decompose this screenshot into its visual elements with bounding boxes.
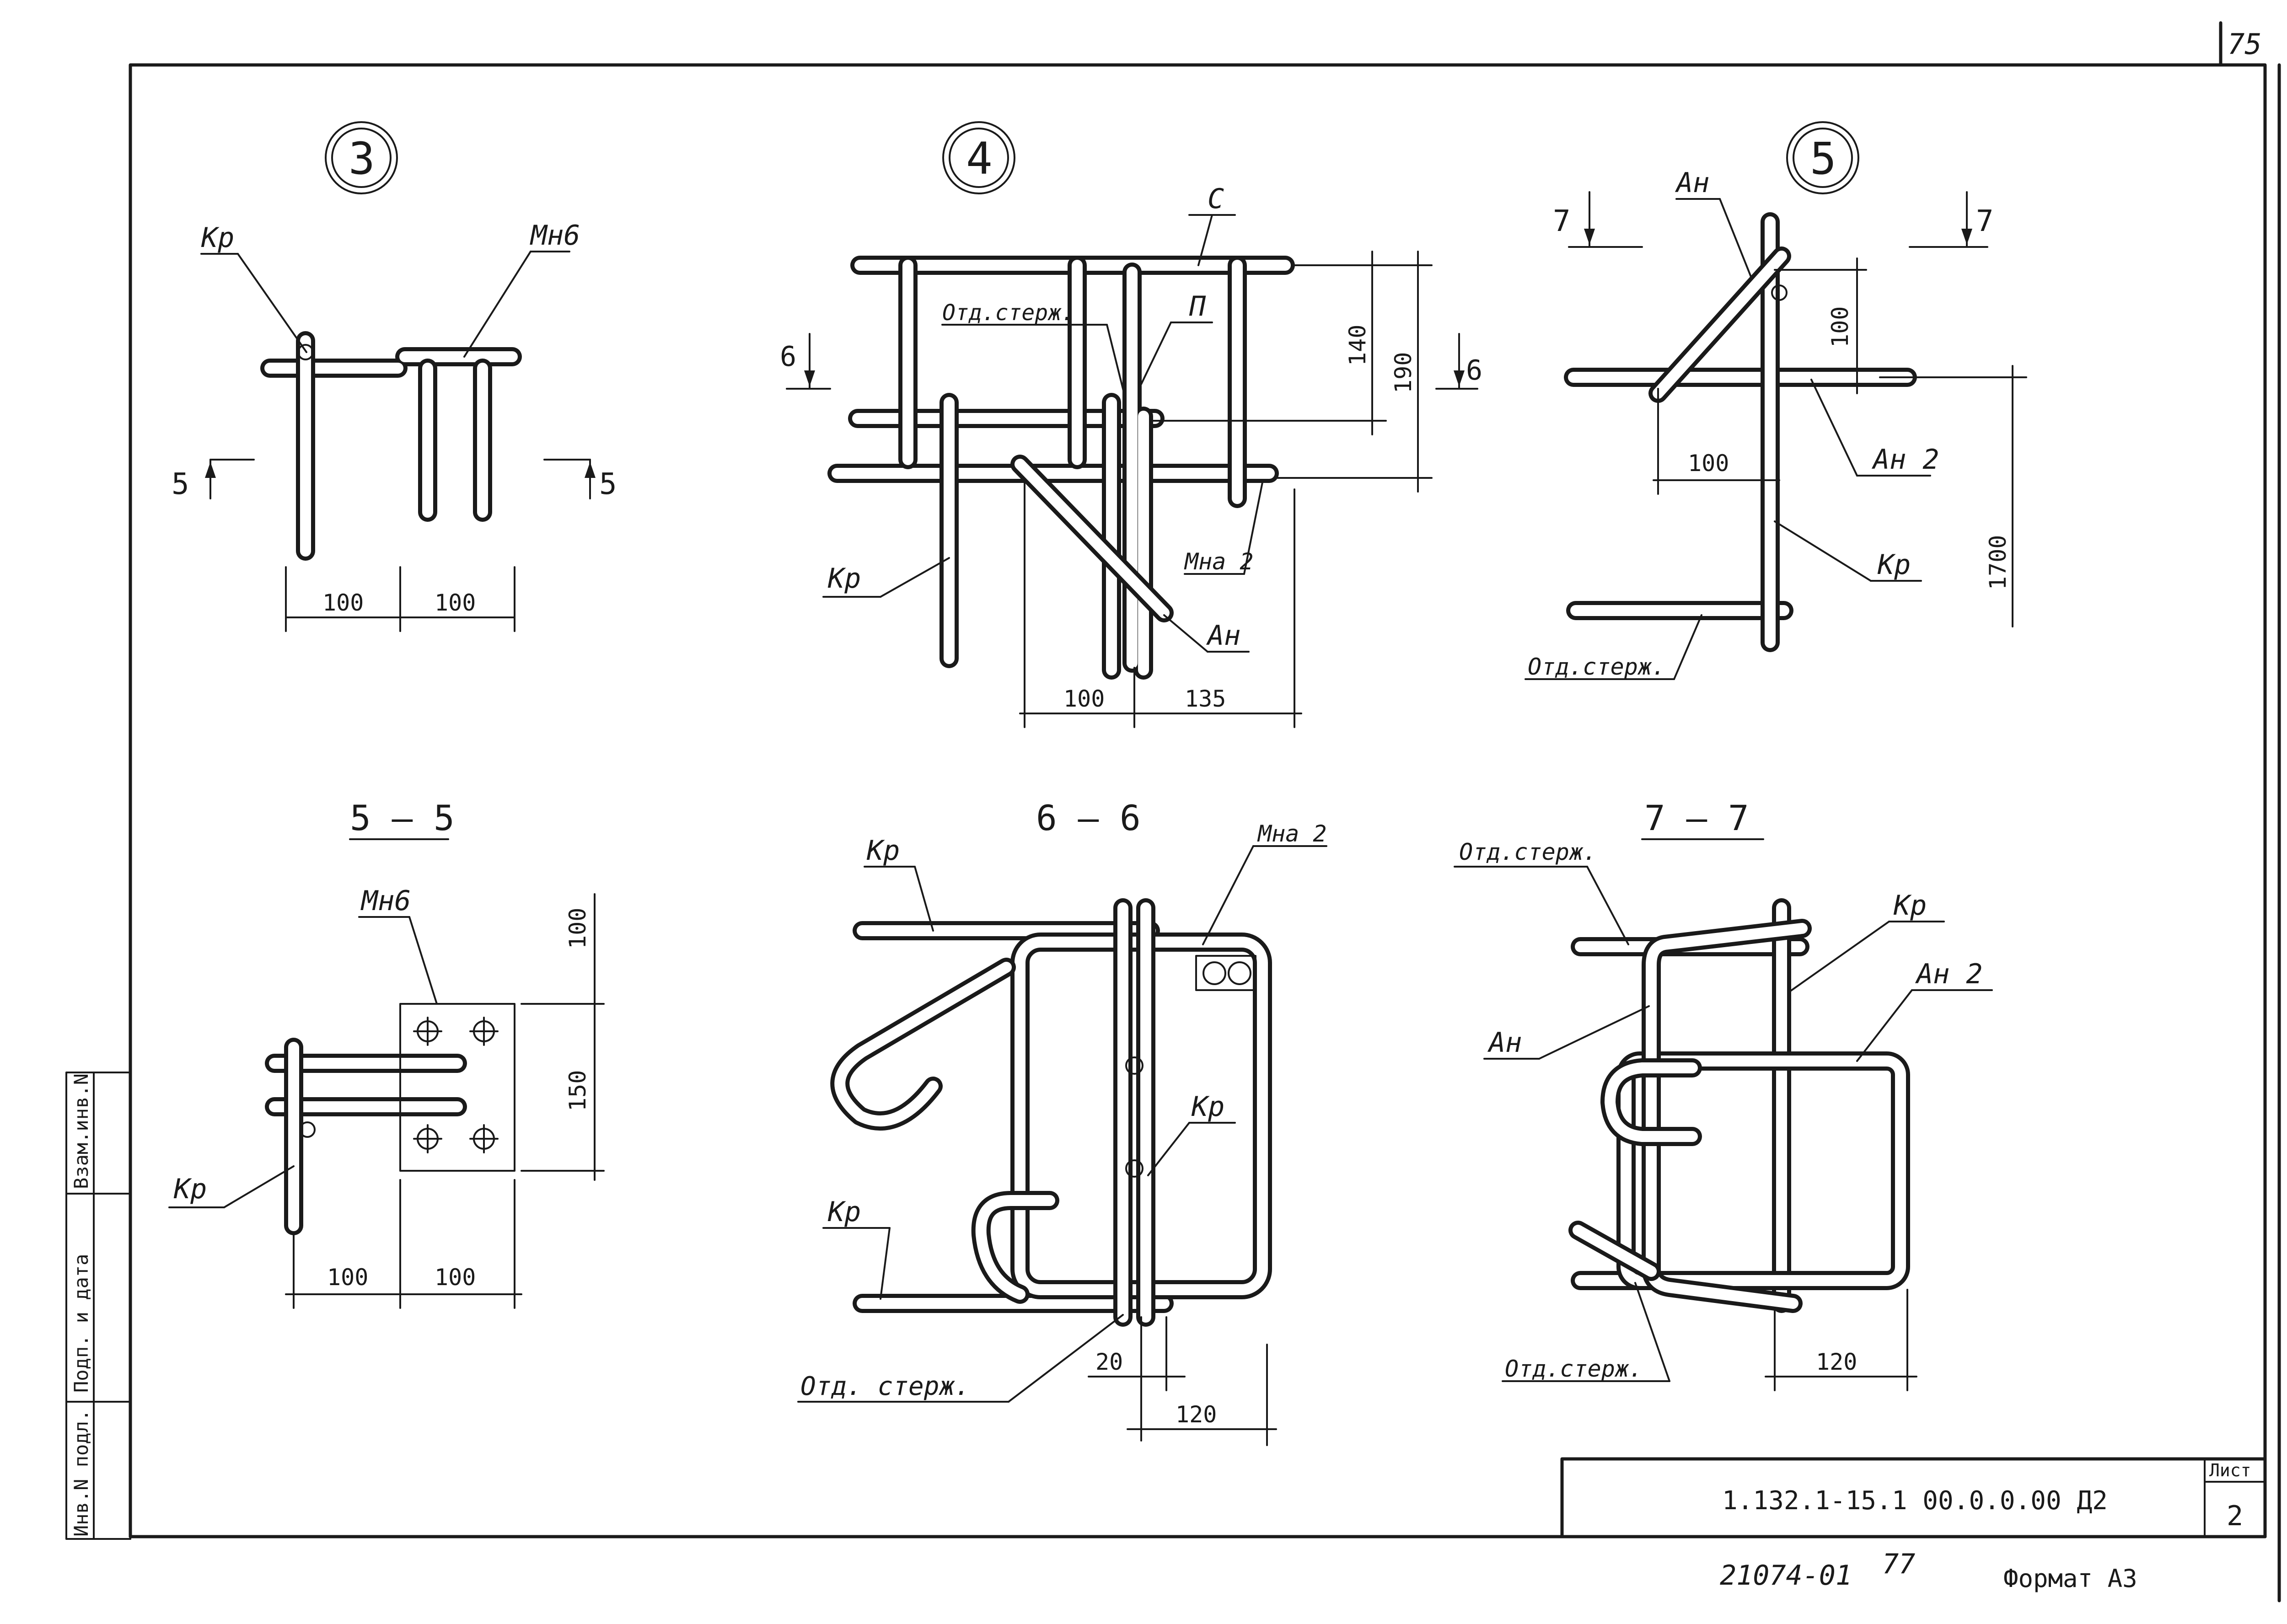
view-5-label-an2: Ан 2 [1871, 444, 1939, 476]
section-6-6-dim-1: 20 [1095, 1349, 1123, 1375]
view-5-label-kr: Кр [1877, 549, 1911, 581]
view-4: 4 С Отд.стерж. П Кр Мна 2 Ан 6 6 [780, 121, 1482, 728]
section-5-5-dim-h1: 100 [327, 1264, 368, 1291]
section-5-5-label-kr: Кр [173, 1173, 207, 1205]
section-6-6-title: 6 — 6 [1036, 798, 1141, 838]
view-3-section-left: 5 [172, 467, 189, 501]
section-6-6-label-mna: Мна 2 [1257, 820, 1327, 847]
section-5-5-label-mnb: Мн6 [360, 885, 411, 917]
embedded-plate [399, 1003, 515, 1172]
view-4-section-left: 6 [780, 341, 796, 373]
view-4-label-c: С [1208, 183, 1224, 215]
section-6-6-dim-2: 120 [1176, 1401, 1217, 1428]
section-6-6: 6 — 6 Кр Мна 2 Кр Кр Отд. стерж. 20 [797, 798, 1327, 1446]
section-5-5-dim-h2: 100 [435, 1264, 476, 1291]
view-5-dim-h1: 100 [1688, 450, 1729, 477]
view-3-label-kr: Кр [201, 222, 234, 254]
view-3-dim-2: 100 [435, 590, 476, 616]
section-7-7: 7 — 7 Отд.стерж. Кр Ан Ан 2 Отд.стерж. 1… [1454, 798, 1993, 1391]
format-label: Формат А3 [2003, 1564, 2137, 1593]
title-block-sheet-label: Лист [2209, 1460, 2251, 1480]
title-block-designation: 1.132.1-15.1 00.0.0.00 Д2 [1722, 1486, 2108, 1516]
section-5-5: 5 — 5 Мн6 Кр 100 150 100 100 [168, 798, 605, 1309]
view-5-dim-v1: 100 [1827, 306, 1853, 348]
view-4-section-right: 6 [1466, 354, 1482, 386]
section-7-7-label-kr: Кр [1893, 890, 1927, 922]
title-block-sheet-number: 2 [2227, 1500, 2243, 1532]
view-3-marker: 3 [349, 133, 375, 184]
side-stamp-sign: Подп. и дата [70, 1254, 92, 1393]
view-5-marker-circle [1786, 121, 1859, 194]
view-5-label-an: Ан [1675, 167, 1709, 199]
view-3: 3 Кр Мн6 5 5 100 100 [172, 121, 617, 632]
view-4-dim-v2: 190 [1390, 352, 1417, 393]
view-5-section-right: 7 [1976, 204, 1994, 238]
view-4-marker-circle [942, 121, 1015, 194]
view-4-dim-v1: 140 [1344, 325, 1371, 366]
view-4-label-otd: Отд.стерж. [942, 300, 1074, 326]
view-5-section-left: 7 [1553, 204, 1571, 238]
view-4-label-p: П [1189, 290, 1206, 322]
section-7-7-label-an: Ан [1487, 1027, 1522, 1059]
section-6-6-label-otd: Отд. стерж. [800, 1372, 970, 1401]
section-7-7-dim-1: 120 [1816, 1349, 1857, 1375]
view-4-marker: 4 [966, 133, 993, 184]
page-number: 75 [2228, 27, 2262, 61]
side-stamp: Инв.N подл. Подп. и дата Взам.инв.N [65, 1072, 131, 1540]
section-7-7-label-otd2: Отд.стерж. [1505, 1356, 1643, 1382]
view-3-section-right: 5 [599, 467, 617, 501]
view-4-dim-h1: 100 [1063, 686, 1105, 712]
section-5-5-dim-v2: 150 [564, 1070, 591, 1111]
section-7-7-label-an2: Ан 2 [1915, 958, 1983, 990]
view-4-label-an: Ан [1206, 620, 1240, 652]
view-4-label-mna: Мна 2 [1184, 548, 1254, 575]
view-5-dim-v2: 1700 [1985, 535, 2011, 590]
section-6-6-label-kr2: Кр [1191, 1091, 1224, 1123]
view-4-label-kr: Кр [827, 563, 861, 595]
section-6-6-label-kr3: Кр [827, 1196, 861, 1228]
side-stamp-replace: Взам.инв.N [70, 1073, 92, 1189]
title-block: 1.132.1-15.1 00.0.0.00 Д2 Лист 2 [1560, 1457, 2267, 1538]
section-7-7-title: 7 — 7 [1644, 798, 1749, 838]
view-5-marker: 5 [1810, 133, 1836, 184]
section-5-5-title: 5 — 5 [350, 798, 455, 838]
section-6-6-label-kr: Кр [866, 835, 900, 867]
view-3-dim-1: 100 [322, 590, 364, 616]
view-5-label-otd: Отд.стерж. [1528, 654, 1665, 680]
view-3-label-mnb: Мн6 [530, 220, 580, 252]
view-5: 5 Ан Ан 2 Кр Отд.стерж. 7 7 100 [1525, 121, 2027, 680]
copy-number: 77 [1882, 1548, 1915, 1580]
section-7-7-label-otd: Отд.стерж. [1459, 839, 1597, 865]
sheet-frame [129, 21, 2281, 1603]
view-3-marker-circle [325, 121, 398, 194]
section-5-5-dim-v1: 100 [564, 908, 591, 949]
view-4-dim-h2: 135 [1185, 686, 1226, 712]
side-stamp-inv: Инв.N подл. [70, 1410, 92, 1537]
archive-number: 21074-01 [1720, 1560, 1852, 1592]
